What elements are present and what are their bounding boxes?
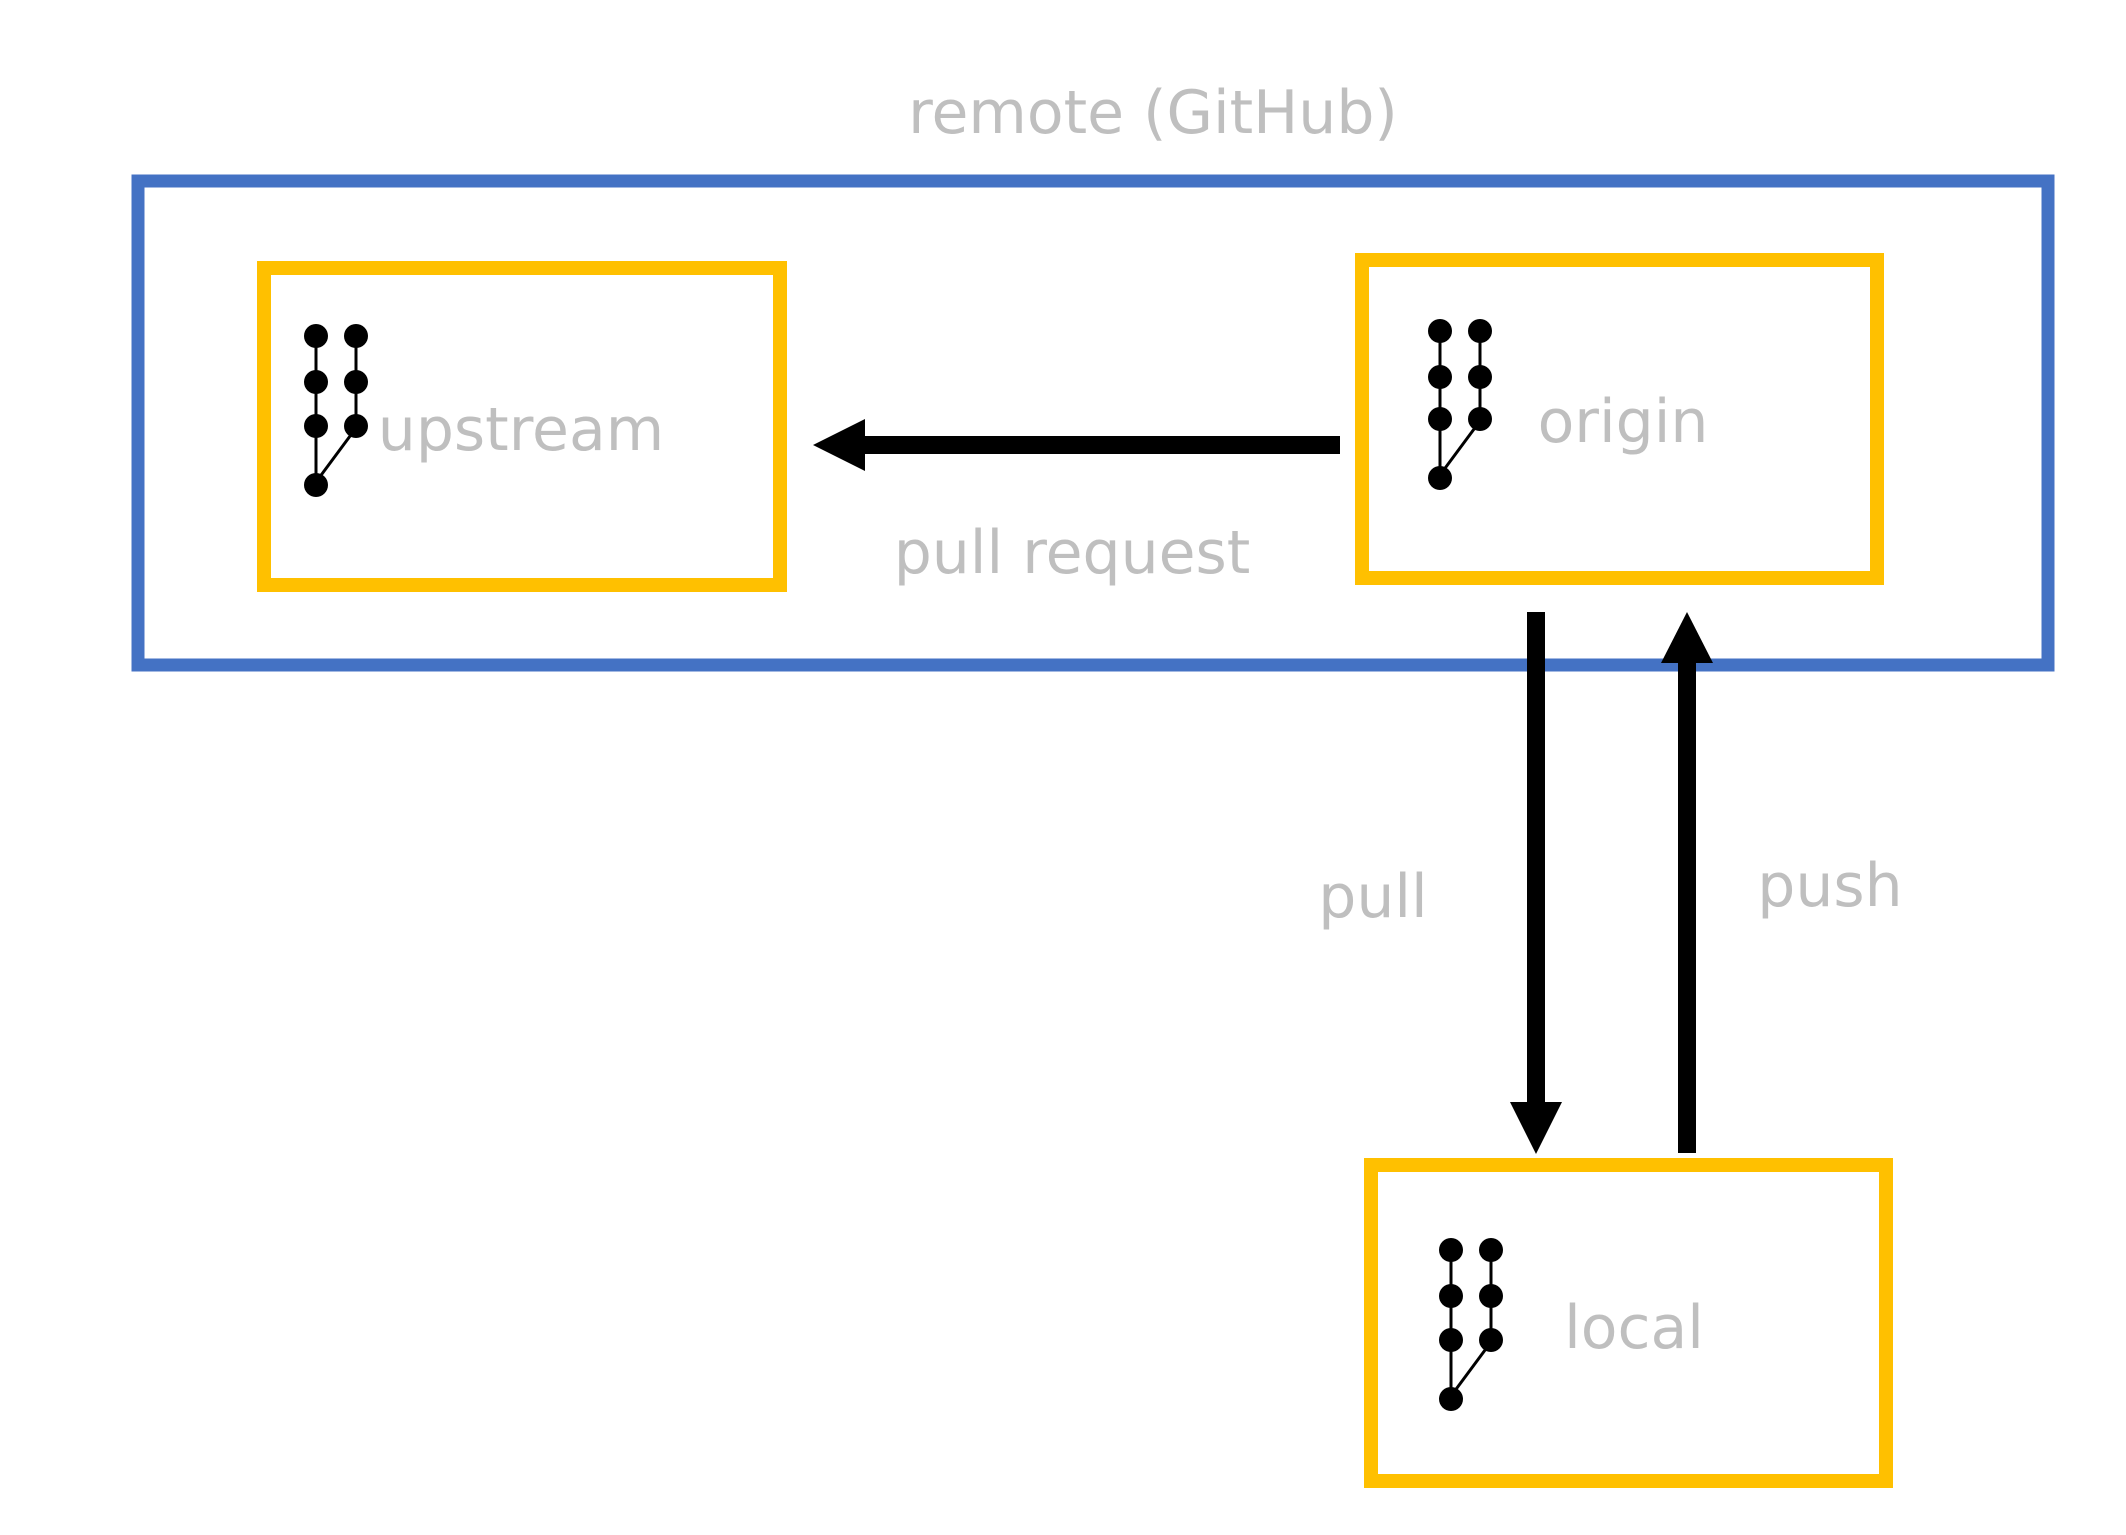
pull-request-label: pull request bbox=[894, 518, 1251, 588]
pull-label: pull bbox=[1318, 862, 1427, 932]
upstream-repo: upstream bbox=[257, 261, 787, 592]
local-git-graph-icon bbox=[1439, 1238, 1503, 1411]
pull-request-arrow bbox=[813, 419, 1340, 471]
origin-box bbox=[1355, 253, 1884, 585]
origin-git-graph-icon bbox=[1428, 319, 1492, 490]
remote-container bbox=[131, 174, 2055, 672]
remote-title: remote (GitHub) bbox=[908, 78, 1398, 148]
pull-arrow bbox=[1510, 612, 1562, 1154]
upstream-box bbox=[257, 261, 787, 592]
local-box bbox=[1364, 1158, 1893, 1488]
push-label: push bbox=[1757, 851, 1902, 921]
upstream-label: upstream bbox=[378, 395, 664, 465]
local-repo: local bbox=[1364, 1158, 1893, 1488]
origin-repo: origin bbox=[1355, 253, 1884, 585]
push-arrow bbox=[1661, 612, 1713, 1153]
upstream-git-graph-icon bbox=[304, 324, 368, 497]
local-label: local bbox=[1564, 1293, 1704, 1363]
origin-label: origin bbox=[1538, 387, 1709, 457]
